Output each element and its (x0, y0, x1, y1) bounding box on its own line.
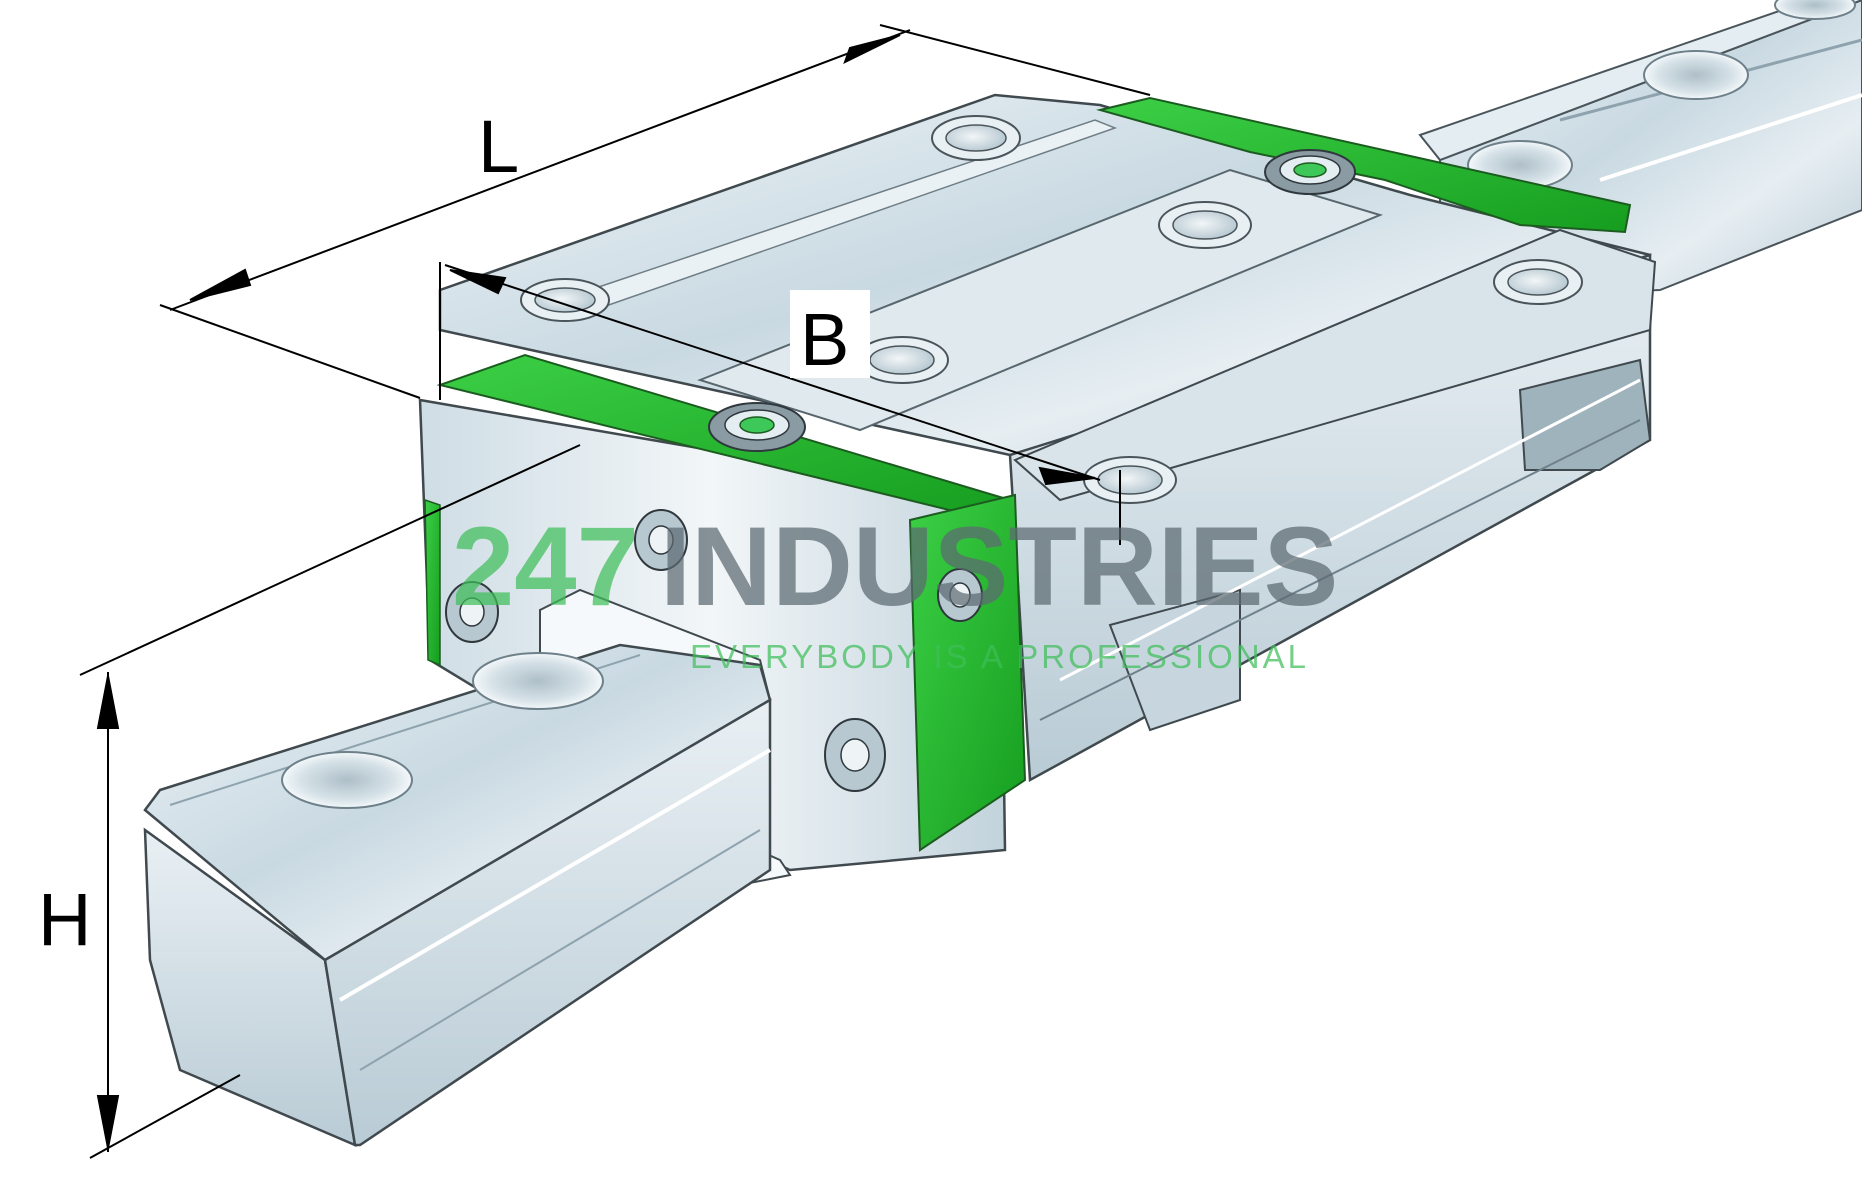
rail-front-side-face (143, 827, 357, 1148)
tapped-hole (520, 278, 610, 322)
socket-screw (937, 568, 983, 622)
watermark-brand-digits: 247 (452, 504, 639, 629)
rail-mounting-hole (472, 652, 604, 710)
watermark: 247 INDUSTRIES EVERYBODY IS A PROFESSION… (452, 504, 1338, 675)
socket-screw (824, 718, 886, 792)
dimension-label-length: L (478, 105, 519, 188)
dimension-label-height: H (38, 878, 91, 961)
carriage-flange-right (1013, 228, 1657, 502)
end-seal-front-side (908, 493, 1027, 852)
tapped-hole (1158, 201, 1252, 249)
dimension-height (79, 444, 581, 1159)
rail-mounting-hole (1774, 0, 1856, 20)
rail-mounting-hole (281, 751, 413, 809)
tapped-hole (1493, 259, 1583, 305)
tapped-hole (1083, 456, 1177, 504)
dimension-label-width: B (800, 298, 849, 381)
watermark-brand-word: INDUSTRIES (660, 504, 1338, 629)
tapped-hole (931, 115, 1021, 161)
dimension-label-width-bg (790, 290, 870, 378)
rail-front-long-face (323, 697, 772, 1147)
watermark-tagline: EVERYBODY IS A PROFESSIONAL (690, 638, 1309, 675)
lubrication-nipple (708, 402, 806, 452)
dimension-width (439, 262, 1121, 545)
rail-mounting-hole (1643, 50, 1749, 100)
socket-screw (445, 581, 499, 643)
end-seal-back (1096, 96, 1632, 234)
dimension-length (159, 24, 1151, 399)
lubrication-nipple (1264, 149, 1356, 195)
socket-screw (634, 509, 688, 571)
